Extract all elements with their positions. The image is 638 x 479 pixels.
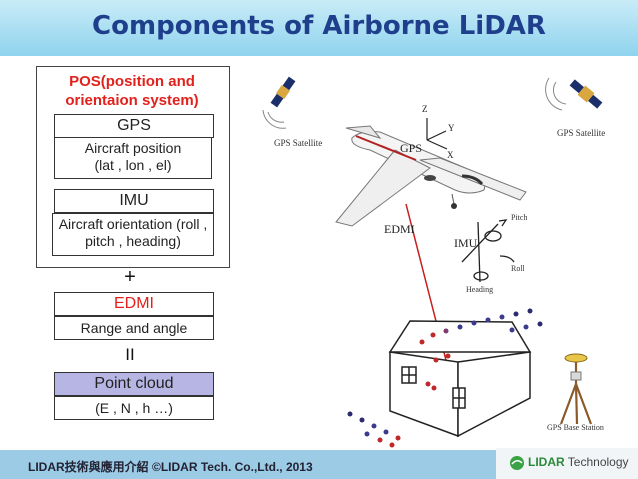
- roll-label: Roll: [511, 264, 525, 273]
- gps-label: GPS: [400, 141, 423, 155]
- footer-text: LIDAR技術與應用介紹 ©LIDAR Tech. Co.,Ltd., 2013: [28, 460, 313, 474]
- logo-brand: LIDAR: [528, 455, 565, 469]
- imu-body: Aircraft orientation (roll , pitch , hea…: [52, 213, 214, 256]
- axis-z-label: Z: [422, 104, 428, 114]
- airplane-icon: [335, 125, 527, 227]
- house-icon: [388, 320, 532, 438]
- imu-header: IMU: [54, 189, 214, 213]
- gps-body: Aircraft position (lat , lon , el): [54, 137, 212, 179]
- logo-suffix: Technology: [567, 455, 629, 469]
- point-cloud-dots: [347, 308, 543, 448]
- pos-title: POS(position and orientaion system): [65, 73, 199, 109]
- gps-base-station-label: GPS Base Station: [547, 423, 604, 432]
- edmi-header: EDMI: [54, 292, 214, 316]
- imu-symbol: [461, 219, 515, 283]
- title-bar: [0, 0, 638, 56]
- gps-base-station-icon: [559, 360, 593, 425]
- point-cloud-header: Point cloud: [54, 372, 214, 396]
- heading-label: Heading: [466, 285, 494, 294]
- edmi-body: Range and angle: [54, 316, 214, 340]
- lidar-logo-icon: [510, 456, 524, 470]
- gps-satellite-right-icon: [545, 77, 603, 111]
- pitch-label: Pitch: [511, 213, 528, 222]
- axis-y-label: Y: [448, 123, 455, 133]
- gps-satellite-left-icon: [262, 76, 296, 129]
- plus-sign: +: [124, 266, 136, 288]
- gps-satellite-left-label: GPS Satellite: [274, 138, 323, 148]
- edmi-label: EDMI: [384, 222, 415, 236]
- equals-sign: II: [125, 345, 135, 364]
- gps-satellite-right-label: GPS Satellite: [557, 128, 606, 138]
- imu-label: IMU: [454, 236, 478, 250]
- point-cloud-body: (E , N , h …): [54, 396, 214, 420]
- gps-axes: [426, 118, 448, 150]
- axis-x-label: X: [447, 150, 454, 160]
- gps-base-station-antenna: [564, 353, 588, 381]
- logo-text: LIDAR Technology: [528, 455, 629, 469]
- page-title: Components of Airborne LiDAR: [92, 11, 546, 41]
